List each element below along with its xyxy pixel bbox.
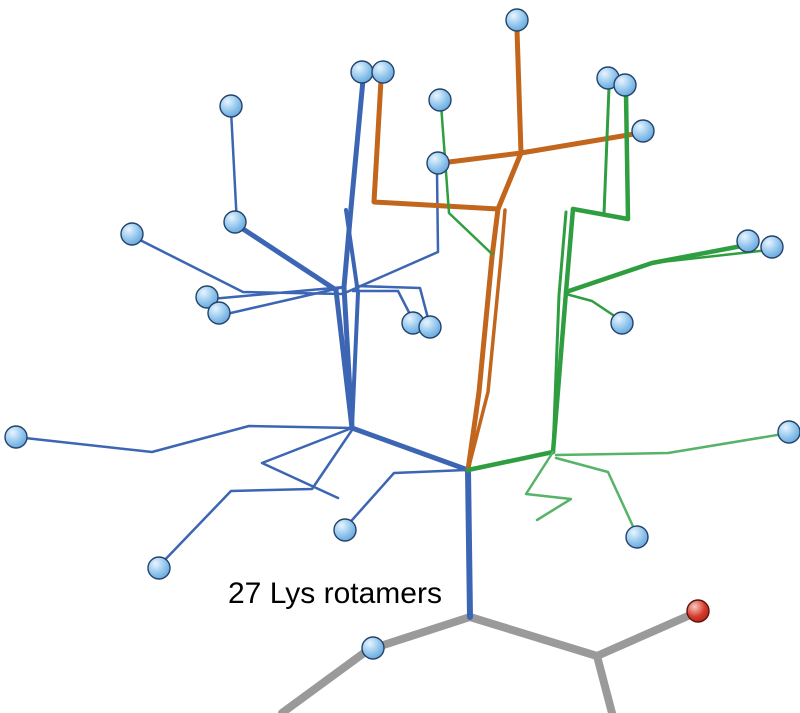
figure-label: 27 Lys rotamers (228, 577, 442, 610)
bond-blue (260, 426, 354, 500)
atom-nitrogen-sphere[interactable] (371, 60, 395, 84)
bond-blue (341, 77, 366, 431)
atom-nitrogen-sphere[interactable] (613, 73, 637, 97)
atom-nitrogen-sphere[interactable] (223, 210, 247, 234)
bond-blue (234, 222, 355, 431)
atom-nitrogen-sphere[interactable] (219, 94, 243, 118)
bond-blue (465, 467, 473, 620)
bond-green (439, 102, 494, 256)
bond-green_light (524, 450, 573, 522)
bonds-layer (14, 27, 791, 713)
bond-blue (354, 284, 432, 328)
bond-orange (371, 77, 501, 212)
atom-nitrogen-sphere[interactable] (631, 119, 655, 143)
bond-blue (349, 425, 471, 473)
bond-blue (220, 285, 346, 317)
bond-green_light (554, 456, 639, 537)
bond-green (571, 85, 611, 216)
bond-blue (130, 234, 346, 296)
bond-orange (466, 208, 507, 472)
bond-blue (345, 170, 440, 294)
atom-nitrogen-sphere[interactable] (120, 222, 144, 246)
bond-blue (343, 468, 468, 530)
bond-blue (157, 428, 354, 568)
bond-blue (229, 108, 239, 227)
bond-blue (14, 424, 354, 454)
bond-orange (495, 27, 524, 212)
bond-orange (446, 150, 524, 165)
atom-nitrogen-sphere[interactable] (426, 151, 450, 175)
bond-blue (344, 208, 360, 430)
atom-nitrogen-sphere[interactable] (361, 636, 385, 660)
atom-nitrogen-sphere[interactable] (760, 235, 784, 259)
bond-green_light (554, 431, 791, 457)
atom-nitrogen-sphere[interactable] (625, 525, 649, 549)
bond-blue (351, 289, 416, 324)
bond-green (563, 242, 750, 295)
bond-orange (518, 130, 643, 156)
atom-nitrogen-sphere[interactable] (777, 420, 800, 444)
bond-green (564, 292, 624, 323)
bond-orange (465, 206, 501, 473)
atom-nitrogen-sphere[interactable] (333, 518, 357, 542)
atom-nitrogen-sphere[interactable] (4, 425, 28, 449)
bond-green (551, 210, 568, 454)
atom-nitrogen-sphere[interactable] (610, 311, 634, 335)
atom-nitrogen-sphere[interactable] (147, 556, 171, 580)
bond-gray (278, 613, 474, 713)
atom-nitrogen-sphere[interactable] (350, 60, 374, 84)
bond-green (465, 449, 556, 473)
atom-nitrogen-sphere[interactable] (505, 8, 529, 32)
atom-nitrogen-sphere[interactable] (736, 229, 760, 253)
bond-green (570, 90, 631, 222)
atom-nitrogen-sphere[interactable] (418, 315, 442, 339)
atom-nitrogen-sphere[interactable] (428, 88, 452, 112)
atom-nitrogen-sphere[interactable] (207, 301, 231, 325)
atoms-layer (4, 8, 800, 660)
atom-oxygen-sphere[interactable] (686, 599, 710, 623)
atom-nitrogen-sphere[interactable] (195, 285, 219, 309)
bond-gray (593, 608, 701, 660)
bond-gray (466, 613, 616, 713)
